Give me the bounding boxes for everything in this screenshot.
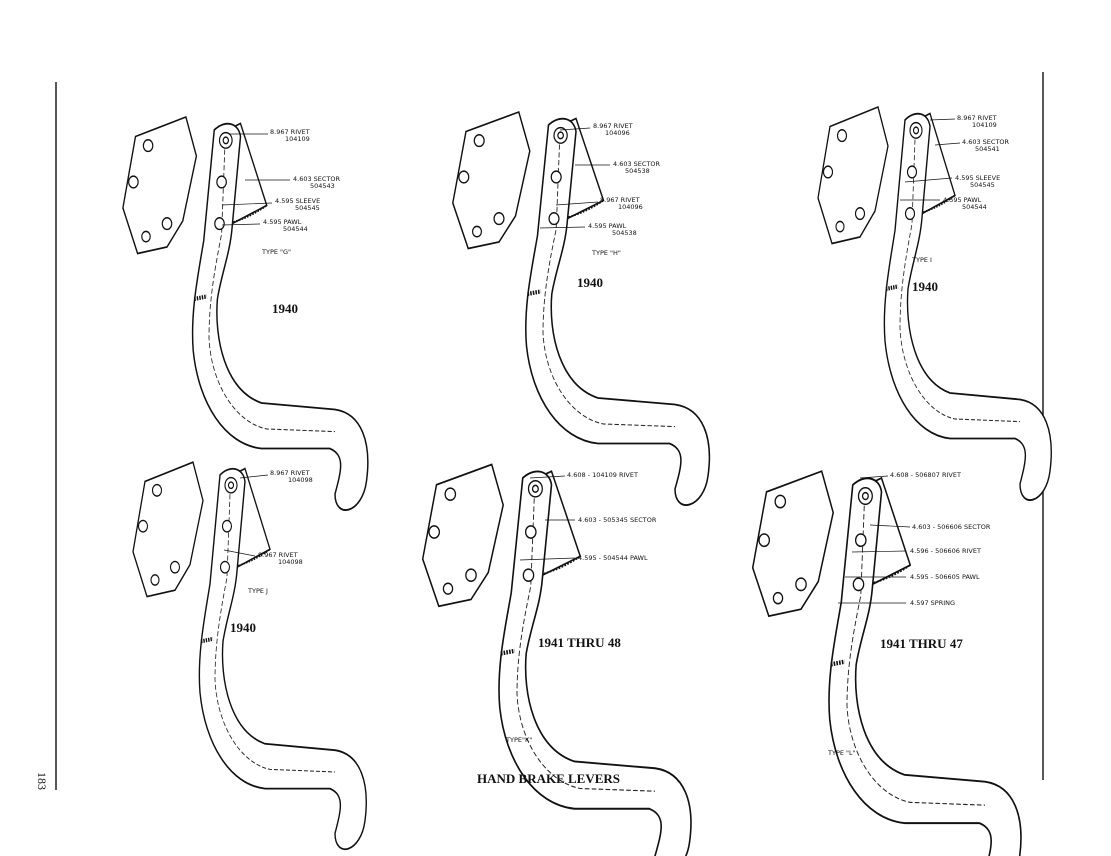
callout-k-3: 4.595 - 504544 PAWL <box>578 554 648 562</box>
callout-h-2-line1: 4.603 SECTOR <box>613 160 661 168</box>
callout-j-1-line2: 104098 <box>288 476 313 484</box>
type-label-k: TYPE"K" <box>505 736 532 744</box>
figure-type-i: 8.967 RIVET 104109 4.603 SECTOR 504541 4… <box>818 107 1051 500</box>
type-label-l: TYPE "L" <box>827 749 856 757</box>
callout-h-1-line1: 8.967 RIVET <box>593 122 633 130</box>
callout-j-2-line1: 8.967 RIVET <box>258 551 298 559</box>
type-label-h: TYPE "H" <box>591 249 621 257</box>
callout-h-4-line2: 504538 <box>612 229 637 237</box>
callout-k-1: 4.608 - 104109 RIVET <box>567 471 638 479</box>
callout-h-3-line2: 104096 <box>618 203 643 211</box>
callout-h-2-line2: 504538 <box>625 167 650 175</box>
figure-type-k: 4.608 - 104109 RIVET 4.603 - 505345 SECT… <box>423 465 691 856</box>
callout-i-4-line1: 4.595 PAWL <box>943 196 982 204</box>
callout-i-2-line1: 4.603 SECTOR <box>962 138 1010 146</box>
year-label-g: 1940 <box>272 301 298 316</box>
figure-type-g: 8.967 RIVET 104109 4.603 SECTOR 504543 4… <box>123 117 368 510</box>
callout-g-1-line2: 104109 <box>285 135 310 143</box>
lever-drawing-type-j <box>133 462 366 849</box>
figure-type-l: 4.608 - 506807 RIVET 4.603 - 506606 SECT… <box>753 471 1021 856</box>
year-label-l: 1941 THRU 47 <box>880 636 963 651</box>
callout-g-4-line1: 4.595 PAWL <box>263 218 302 226</box>
callout-i-3-line2: 504545 <box>970 181 995 189</box>
callout-h-3-line1: 8.967 RIVET <box>600 196 640 204</box>
callout-h-4-line1: 4.595 PAWL <box>588 222 627 230</box>
type-label-i: TYPE I <box>911 256 932 264</box>
sheet-caption: HAND BRAKE LEVERS <box>477 771 620 786</box>
callout-i-3-line1: 4.595 SLEEVE <box>955 174 1000 182</box>
callout-j-1-line1: 8.967 RIVET <box>270 469 310 477</box>
lever-drawing-type-i <box>818 107 1051 500</box>
lever-drawing-type-h <box>453 112 710 505</box>
callout-g-1-line1: 8.967 RIVET <box>270 128 310 136</box>
callout-l-2: 4.603 - 506606 SECTOR <box>912 523 991 531</box>
year-label-i: 1940 <box>912 279 938 294</box>
year-label-j: 1940 <box>230 620 256 635</box>
figure-type-j: 8.967 RIVET 104098 8.967 RIVET 104098 TY… <box>133 462 366 849</box>
callout-k-2: 4.603 - 505345 SECTOR <box>578 516 657 524</box>
callout-g-2-line2: 504543 <box>310 182 335 190</box>
callout-g-2-line1: 4.603 SECTOR <box>293 175 341 183</box>
type-label-j: TYPE J <box>247 587 268 595</box>
callout-g-3-line2: 504545 <box>295 204 320 212</box>
callout-h-1-line2: 104096 <box>605 129 630 137</box>
callout-l-1: 4.608 - 506807 RIVET <box>890 471 961 479</box>
callout-l-5: 4.597 SPRING <box>910 599 955 607</box>
type-label-g: TYPE "G" <box>261 248 291 256</box>
callout-j-2-line2: 104098 <box>278 558 303 566</box>
callout-i-2-line2: 504541 <box>975 145 1000 153</box>
year-label-h: 1940 <box>577 275 603 290</box>
callout-g-3-line1: 4.595 SLEEVE <box>275 197 320 205</box>
callout-i-1-line1: 8.967 RIVET <box>957 114 997 122</box>
callout-i-4-line2: 504544 <box>962 203 987 211</box>
callout-l-3: 4.596 - 506606 RIVET <box>910 547 981 555</box>
callout-l-4: 4.595 - 506605 PAWL <box>910 573 980 581</box>
figure-type-h: 8.967 RIVET 104096 4.603 SECTOR 504538 8… <box>453 112 710 505</box>
callout-g-4-line2: 504544 <box>283 225 308 233</box>
year-label-k: 1941 THRU 48 <box>538 635 621 650</box>
callout-i-1-line2: 104109 <box>972 121 997 129</box>
page-number: 183 <box>35 772 49 790</box>
